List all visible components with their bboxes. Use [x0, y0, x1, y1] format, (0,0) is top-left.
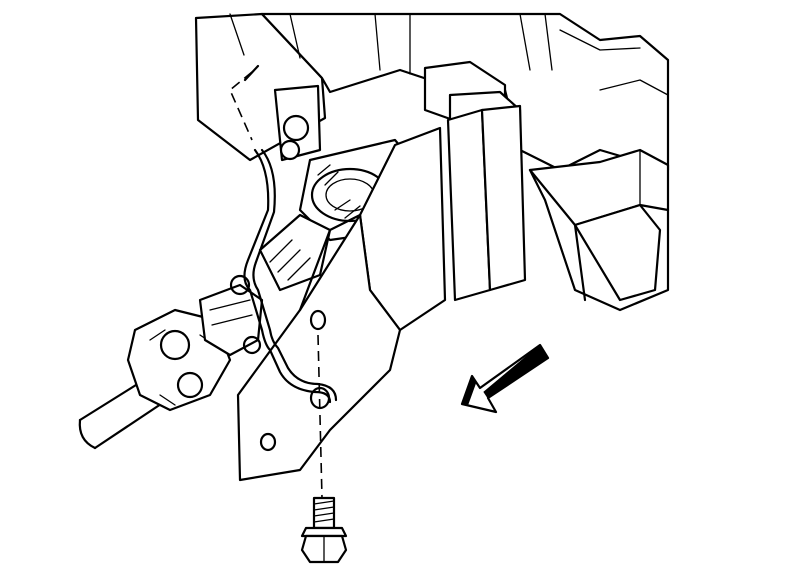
cable-sheath-end: [78, 418, 97, 450]
wire-retainer-clip: [229, 148, 338, 404]
wire-clip-rod-b: [252, 148, 338, 402]
cable: [78, 283, 264, 450]
upper-mount-nut: [279, 139, 301, 161]
cable-sheath-bottom: [93, 396, 172, 450]
mechanism-ribs: [317, 164, 361, 219]
upper-mount-stud: [282, 114, 310, 142]
housing: [194, 12, 670, 312]
housing-edge-line: [289, 13, 301, 59]
wire-clip-loop: [242, 335, 262, 355]
housing-edge-line: [544, 13, 553, 71]
upper-leader-line: [229, 71, 253, 141]
housing-edge-line: [519, 13, 531, 71]
bolt-thread: [313, 500, 335, 523]
bolt: [300, 496, 348, 564]
wire-clip-rod-a: [243, 148, 332, 404]
housing-rear-structure: [260, 12, 670, 172]
bracket-upper-hole: [309, 309, 327, 331]
direction-arrow-shade: [461, 374, 477, 405]
cable-fitting-boss: [159, 329, 191, 361]
bracket-front-face: [236, 213, 402, 482]
bracket-lower-hole: [259, 432, 277, 452]
mechanism-gear-teeth: [269, 239, 311, 281]
housing-pillar-side: [480, 104, 527, 292]
housing-edge-line: [229, 13, 245, 56]
housing-edge-line: [559, 29, 641, 51]
bracket-edge: [298, 213, 362, 312]
direction-arrow: [460, 343, 550, 414]
cable-fitting-detail: [209, 299, 253, 326]
mechanism-gear-housing: [258, 213, 332, 292]
bolt-leader-line: [317, 334, 323, 499]
housing-edge-line: [374, 13, 381, 71]
housing-right-flap: [573, 203, 662, 302]
mounting-bracket: [236, 126, 447, 482]
upper-fastener-mark: [243, 64, 260, 82]
wire-clip-loop: [229, 274, 251, 296]
bolt-flange: [300, 526, 348, 538]
direction-arrow-shade: [483, 344, 549, 399]
cable-fitting-boss: [176, 371, 204, 399]
housing-edge-line: [599, 79, 669, 96]
